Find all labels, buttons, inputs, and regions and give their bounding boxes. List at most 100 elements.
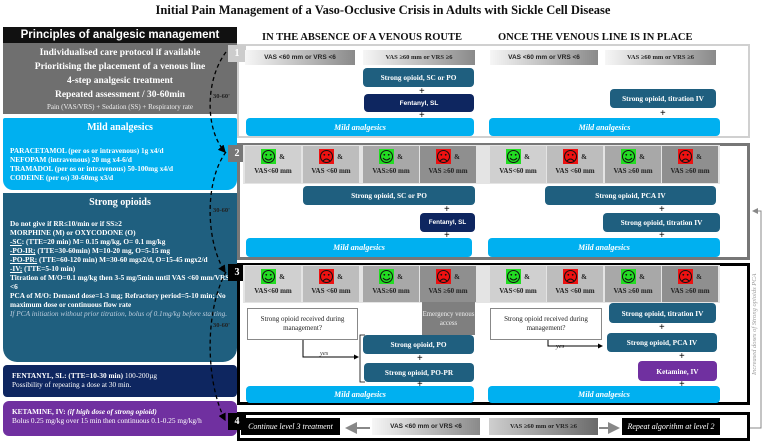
strong-header: Strong opioids — [3, 193, 237, 213]
principle-line: 4-step analgesic treatment — [67, 76, 173, 86]
amp: & — [524, 152, 530, 161]
level-1 — [237, 44, 750, 138]
strong-line: -PO-PR: (TTE=60-120 min) M=30-60 mgx2/d,… — [10, 255, 208, 264]
level-3 — [237, 263, 750, 405]
face-label: VAS<60 mm — [254, 167, 292, 175]
face-label: VAS≥60 mm — [372, 287, 410, 295]
principles-body: Individualised care protocol if availabl… — [3, 43, 237, 114]
face-label: VAS<60 mm — [254, 287, 292, 295]
strong-note: If PCA initiation without prior titratio… — [10, 309, 228, 318]
fentanyl-note: Possibility of repeating a dose at 30 mi… — [12, 380, 132, 389]
vas-high-header: VAS ≥60 mm or VRS ≥6 — [363, 50, 475, 65]
plus-icon: + — [444, 204, 450, 215]
face-cell-happy: &VAS<60 mm — [490, 146, 546, 183]
page-title: Initial Pain Management of a Vaso-Occlus… — [155, 3, 611, 17]
face-label: VAS <60 mm — [311, 287, 351, 295]
smiley-face-icon — [506, 149, 522, 164]
strong-opioid-sc-po: Strong opioid, SC or PO — [363, 68, 474, 87]
strong-opioid-titration: Strong opioid, titration IV — [603, 213, 720, 232]
face-cell-happy: &VAS<60 mm — [490, 266, 546, 302]
header-venous: ONCE THE VENOUS LINE IS IN PLACE — [498, 32, 693, 43]
principle-line: Individualised care protocol if availabl… — [39, 48, 201, 58]
face-label: VAS≥60 mm — [372, 167, 410, 175]
mild-item: TRAMADOL (per os or intravenous) 50-100m… — [10, 164, 174, 173]
mild-item: CODEINE (per os) 30-60mg x3/d — [10, 173, 114, 182]
amp: & — [397, 152, 403, 161]
amp: & — [696, 152, 702, 161]
smiley-face-icon — [506, 269, 522, 284]
vas-low-header: VAS <60 mm or VRS <6 — [490, 50, 598, 65]
face-cell-sad: &VAS ≥60 mm — [662, 146, 718, 183]
face-cell-sad: & VAS <60 mm — [303, 266, 359, 302]
frown-face-icon — [436, 149, 452, 164]
vas-low-header: VAS <60 mm or VRS <6 — [372, 418, 480, 435]
face-cell-sad: &VAS ≥60 mm — [662, 266, 718, 302]
level-1-badge: 1 — [228, 45, 246, 62]
face-label: VAS ≥60 mm — [613, 167, 653, 175]
plus-icon: + — [419, 86, 425, 97]
amp: & — [454, 272, 460, 281]
strong-line: -SC: (TTE=20 min) M= 0.15 mg/kg, O= 0.1 … — [10, 237, 166, 246]
face-cell-happy: & VAS<60 mm — [245, 266, 301, 302]
question-box: Strong opioid received during management… — [247, 308, 358, 340]
frown-face-icon — [436, 269, 452, 284]
ketamine-note: Bolus 0.25 mg/kg over 15 min then contin… — [12, 416, 202, 425]
face-cell-sad: &VAS ≥60 mm — [420, 146, 476, 183]
level-2 — [237, 143, 750, 260]
amp: & — [279, 272, 285, 281]
plus-icon: + — [679, 379, 685, 390]
principle-line: Prioritising the placement of a venous l… — [34, 62, 206, 72]
face-cell-happy: &VAS≥60 mm — [363, 266, 419, 302]
strong-line: Do not give if RR≤10/min or if SS≥2 — [10, 219, 122, 228]
face-cell-happy: &VAS<60 mm — [245, 146, 301, 183]
mild-analgesics: Mild analgesics — [488, 386, 720, 403]
plus-icon: + — [419, 110, 425, 121]
amp: & — [337, 272, 343, 281]
frown-face-icon — [678, 149, 694, 164]
principle-sub: Pain (VAS/VRS) + Sedation (SS) + Respira… — [46, 103, 193, 111]
strong-line: PCA of M/O: Demand dose=1-3 mg; Refracto… — [10, 291, 226, 309]
emergency-venous-access: Emergency venous access — [422, 302, 475, 335]
face-cell-happy: &VAS ≥60 mm — [605, 266, 661, 302]
side-note: Increased doses of Strong opioids PCA — [751, 273, 758, 375]
plus-icon: + — [679, 351, 685, 362]
vas-high-header: VAS ≥60 mm or VRS ≥6 — [605, 50, 716, 65]
face-label: VAS ≥60 mm — [428, 287, 468, 295]
strong-line: -IV; (TTE=5-10 min) — [10, 264, 76, 273]
principle-line: Repeated assessment / 30-60min — [54, 90, 186, 100]
smiley-face-icon — [621, 269, 637, 284]
face-cell-happy: & VAS≥60 mm — [363, 146, 419, 183]
fentanyl-sl: Fentanyl, SL — [364, 94, 474, 112]
ketamine-box: KETAMINE, IV: (if high dose of strong op… — [3, 401, 237, 436]
amp: & — [581, 272, 587, 281]
frown-face-icon — [563, 269, 579, 284]
plus-icon: + — [417, 353, 423, 364]
strong-line: MORPHINE (M) or OXYCODONE (O) — [10, 228, 136, 237]
mild-body: PARACETAMOL (per os or intravenous) 1g x… — [3, 138, 237, 190]
strong-body: Do not give if RR≤10/min or if SS≥2 MORP… — [3, 213, 237, 362]
frown-face-icon — [563, 149, 579, 164]
face-label: VAS<60 mm — [499, 287, 537, 295]
mild-analgesics: Mild analgesics — [488, 238, 720, 257]
plus-icon: + — [659, 230, 665, 241]
strong-opioid-titration: Strong opioid, titration IV — [610, 89, 716, 108]
interval-label: 30-60' — [213, 207, 230, 214]
header-no-venous: IN THE ABSENCE OF A VENOUS ROUTE — [262, 32, 462, 43]
strong-opioid-sc-po: Strong opioid, SC or PO — [303, 186, 475, 205]
smiley-face-icon — [621, 149, 637, 164]
mild-analgesics: Mild analgesics — [246, 386, 474, 403]
face-label: VAS ≥60 mm — [428, 167, 468, 175]
vas-high-header: VAS ≥60 mm or VRS ≥6 — [489, 418, 598, 435]
level-2-badge: 2 — [228, 145, 246, 162]
amp: & — [696, 272, 702, 281]
fentanyl-box: FENTANYL, SL: (TTE=10-30 min) 100-200µg … — [3, 365, 237, 397]
amp: & — [337, 152, 343, 161]
plus-icon: + — [659, 322, 665, 333]
fentanyl-sl: Fentanyl, SL — [420, 213, 475, 232]
face-cell-sad: & VAS ≥60 mm — [420, 266, 476, 302]
face-label: VAS <60 mm — [311, 167, 351, 175]
face-cell-sad: & VAS <60 mm — [547, 266, 603, 302]
interval-label: 30-60' — [213, 93, 230, 100]
face-label: VAS <60 mm — [555, 287, 595, 295]
